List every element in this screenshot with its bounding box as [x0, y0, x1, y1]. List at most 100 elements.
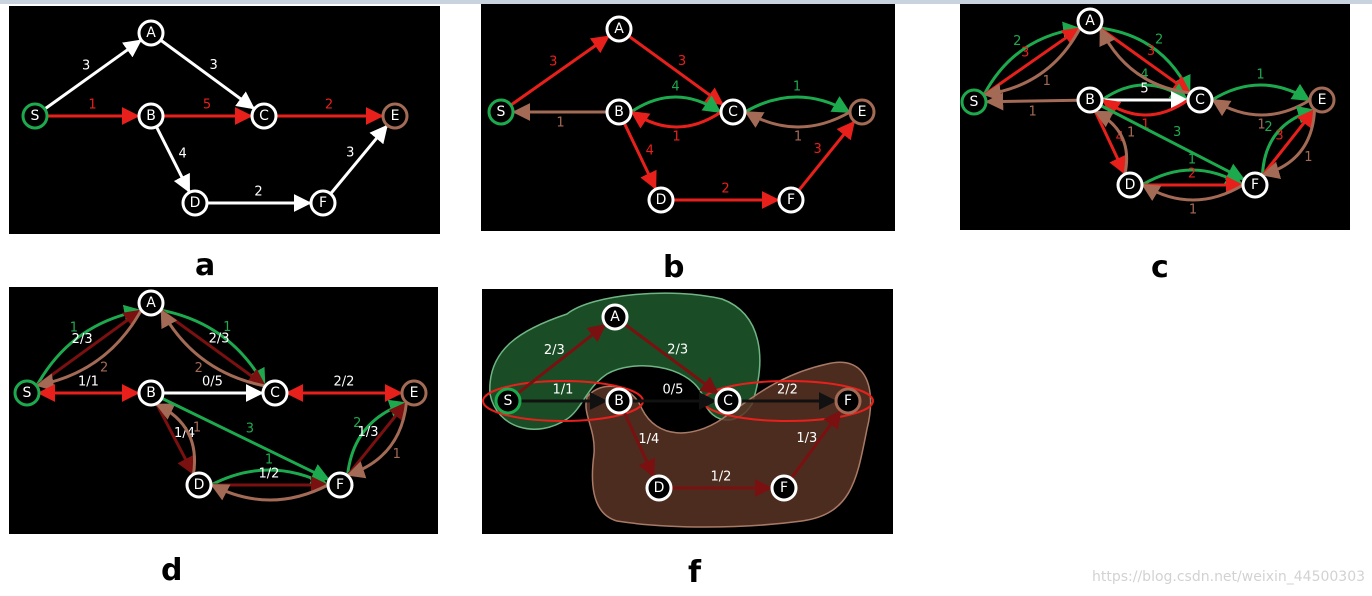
node-label: F	[844, 393, 852, 409]
edge-weight-label: 2	[254, 185, 262, 200]
node-S: S	[13, 379, 41, 407]
node-label: C	[723, 393, 733, 409]
edge-A-C	[623, 322, 720, 395]
edge-weight-label: 2/3	[544, 343, 565, 358]
edge-C-B	[630, 110, 722, 129]
node-C: C	[250, 102, 278, 130]
edge-weight-label: 1/2	[711, 470, 732, 485]
node-D: D	[185, 471, 213, 499]
node-E: E	[400, 379, 428, 407]
node-S: S	[960, 88, 988, 116]
node-A: A	[137, 19, 165, 47]
edge-weight-label: 2	[100, 360, 108, 375]
node-A: A	[137, 289, 165, 317]
edge-D-B	[155, 403, 196, 475]
edge-weight-label: 3	[1021, 45, 1029, 60]
node-label: A	[614, 21, 624, 37]
edge-weight-label: 1	[793, 80, 801, 95]
node-B: B	[137, 379, 165, 407]
node-F: F	[770, 474, 798, 502]
edge-E-C	[744, 110, 851, 129]
node-label: C	[270, 385, 280, 401]
edge-E-C	[1211, 98, 1311, 117]
node-E: E	[1308, 86, 1336, 114]
node-B: B	[137, 102, 165, 130]
edge-weight-label: 2	[721, 182, 729, 197]
edge-weight-label: 2/2	[777, 383, 798, 398]
node-label: C	[1195, 92, 1205, 108]
edge-A-C	[627, 34, 724, 106]
edge-weight-label: 1	[556, 116, 564, 131]
edge-weight-label: 1	[193, 421, 201, 436]
node-label: B	[146, 385, 156, 401]
node-F: F	[326, 471, 354, 499]
node-C: C	[1186, 86, 1214, 114]
panel-label-c: c	[1151, 250, 1169, 285]
edge-B-D	[622, 411, 655, 478]
edge-B-C	[630, 95, 722, 114]
node-C: C	[261, 379, 289, 407]
edge-weight-label: 1	[794, 130, 802, 145]
node-A: A	[1076, 7, 1104, 35]
edge-weight-label: 1	[70, 321, 78, 336]
edge-B-F	[1099, 104, 1246, 181]
edge-weight-label: 1	[672, 130, 680, 145]
edge-B-D	[622, 122, 657, 190]
edge-weight-label: 2	[1264, 120, 1272, 135]
node-label: C	[728, 104, 738, 120]
edge-C-B	[1101, 98, 1189, 117]
edge-weight-label: 1	[265, 453, 273, 468]
edge-weight-label: 3	[813, 142, 821, 157]
node-B: B	[1076, 86, 1104, 114]
edge-weight-label: 3	[209, 58, 217, 73]
edge-weight-label: 1	[1304, 150, 1312, 165]
window-top-strip	[0, 0, 1372, 4]
edge-weight-label: 3	[1147, 44, 1155, 59]
edge-F-E	[789, 410, 842, 480]
edge-S-A	[982, 27, 1081, 97]
nodes: S A B C E D F	[13, 289, 428, 499]
edge-S-A	[516, 323, 607, 395]
edge-weight-label: 2	[195, 361, 203, 376]
edge-weight-label: 0/5	[663, 383, 684, 398]
edge-weight-label: 1	[1257, 118, 1265, 133]
node-B: B	[605, 98, 633, 126]
node-S: S	[494, 387, 522, 415]
node-C: C	[719, 98, 747, 126]
panel-label-b: b	[663, 250, 685, 285]
edge-weight-label: 2	[1188, 167, 1196, 182]
watermark-text: https://blog.csdn.net/weixin_44500303	[1092, 569, 1366, 585]
node-label: S	[504, 393, 513, 409]
edge-B-S	[985, 92, 1079, 111]
node-E: E	[848, 98, 876, 126]
node-B: B	[605, 387, 633, 415]
node-label: E	[391, 108, 400, 124]
edge-A-C	[159, 308, 266, 387]
edge-weight-label: 3	[1275, 129, 1283, 144]
edge-weight-label: 1/1	[553, 383, 574, 398]
edge-weight-label: 1	[1029, 104, 1037, 119]
edge-weight-label: 1/3	[358, 425, 379, 440]
node-label: E	[858, 104, 867, 120]
cut-regions	[482, 292, 874, 528]
edge-B-F	[161, 396, 330, 481]
node-A: A	[601, 303, 629, 331]
node-label: E	[1318, 92, 1327, 108]
edge-weight-label: 3	[82, 58, 90, 73]
edge-weight-label: 2/3	[667, 342, 688, 357]
panel-label-d: d	[161, 553, 183, 588]
edge-F-E	[797, 120, 856, 192]
node-label: S	[970, 94, 979, 110]
node-label: A	[1085, 13, 1095, 29]
edge-A-S	[35, 309, 143, 392]
node-label: B	[146, 108, 156, 124]
node-D: D	[1116, 171, 1144, 199]
